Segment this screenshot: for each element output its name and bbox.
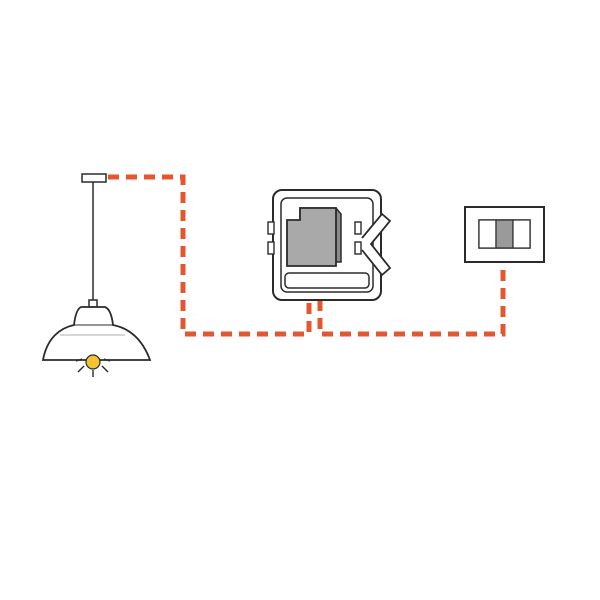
junction-box-module-icon bbox=[267, 189, 392, 301]
light-rays-icon bbox=[75, 358, 111, 377]
bulb-icon bbox=[85, 354, 101, 370]
module-tab-left-top bbox=[267, 221, 275, 235]
lamp-shade bbox=[41, 306, 152, 361]
switch-rocker-right bbox=[512, 219, 531, 249]
module-tab-left-bottom bbox=[267, 241, 275, 255]
module-bracket bbox=[361, 212, 392, 277]
wall-switch-icon bbox=[464, 206, 545, 263]
module-label-slot bbox=[284, 272, 370, 289]
lamp-socket bbox=[88, 299, 98, 308]
ceiling-canopy bbox=[81, 173, 107, 183]
module-tab-right-a bbox=[354, 221, 362, 235]
switch-rocker-center bbox=[495, 219, 514, 249]
pendant-lamp-icon bbox=[41, 173, 152, 377]
wire-lamp-to-module bbox=[108, 174, 312, 337]
module-tab-right-b bbox=[354, 241, 362, 255]
module-block-front bbox=[286, 207, 337, 267]
switch-rocker-left bbox=[478, 219, 497, 249]
wire-switch-to-module bbox=[317, 262, 506, 337]
